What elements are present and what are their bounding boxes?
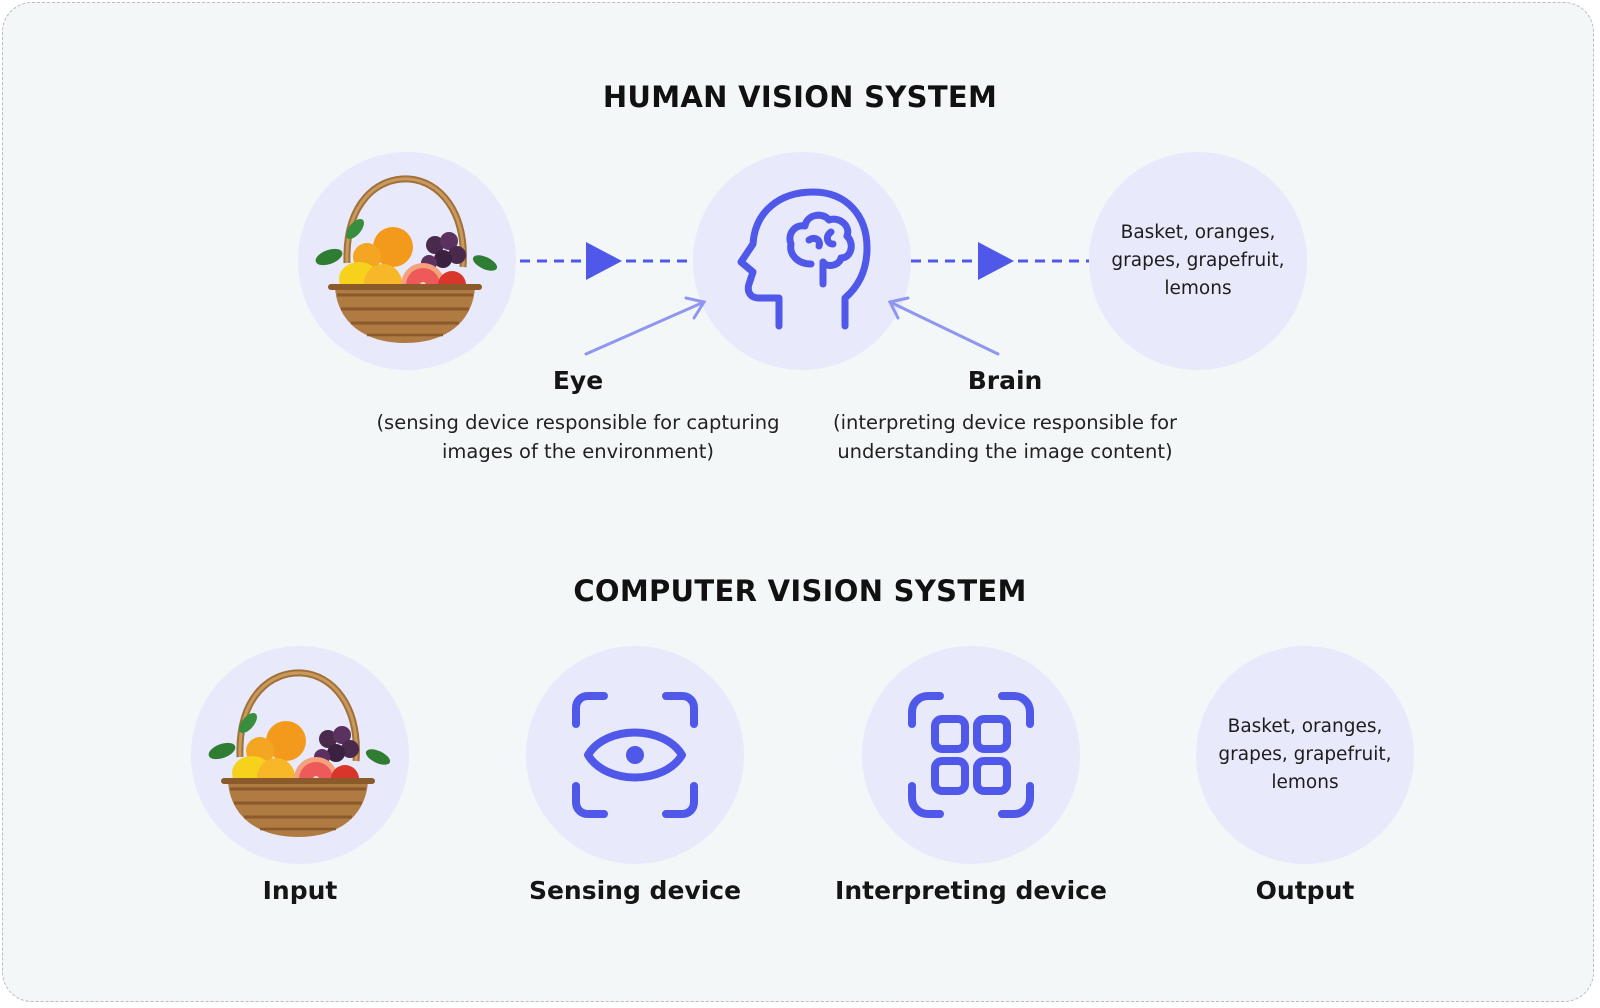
sensing-device-circle	[526, 646, 744, 864]
head-brain-icon	[727, 186, 877, 336]
computer-vision-title: COMPUTER VISION SYSTEM	[573, 574, 1027, 608]
computer-output-text: Basket, oranges, grapes, grapefruit, lem…	[1218, 716, 1392, 793]
computer-output-circle: Basket, oranges, grapes, grapefruit, lem…	[1196, 646, 1414, 864]
computer-input-circle	[191, 646, 409, 864]
input-label: Input	[262, 876, 338, 905]
grid-processor-icon	[906, 690, 1036, 820]
eye-description: (sensing device responsible for capturin…	[376, 411, 780, 463]
eye-label: Eye	[552, 366, 604, 395]
human-vision-title: HUMAN VISION SYSTEM	[602, 80, 998, 114]
human-input-circle	[298, 152, 516, 370]
interpreting-device-label: Interpreting device	[835, 876, 1107, 905]
fruit-basket-icon	[307, 171, 507, 351]
interpreting-device-circle	[862, 646, 1080, 864]
human-output-text: Basket, oranges, grapes, grapefruit, lem…	[1111, 222, 1285, 299]
human-brain-circle	[693, 152, 911, 370]
brain-label: Brain	[967, 366, 1043, 395]
brain-description: (interpreting device responsible for und…	[832, 411, 1178, 463]
output-label: Output	[1255, 876, 1355, 905]
fruit-basket-icon	[200, 665, 400, 845]
eye-scan-icon	[570, 690, 700, 820]
human-output-circle: Basket, oranges, grapes, grapefruit, lem…	[1089, 152, 1307, 370]
sensing-device-label: Sensing device	[528, 876, 742, 905]
